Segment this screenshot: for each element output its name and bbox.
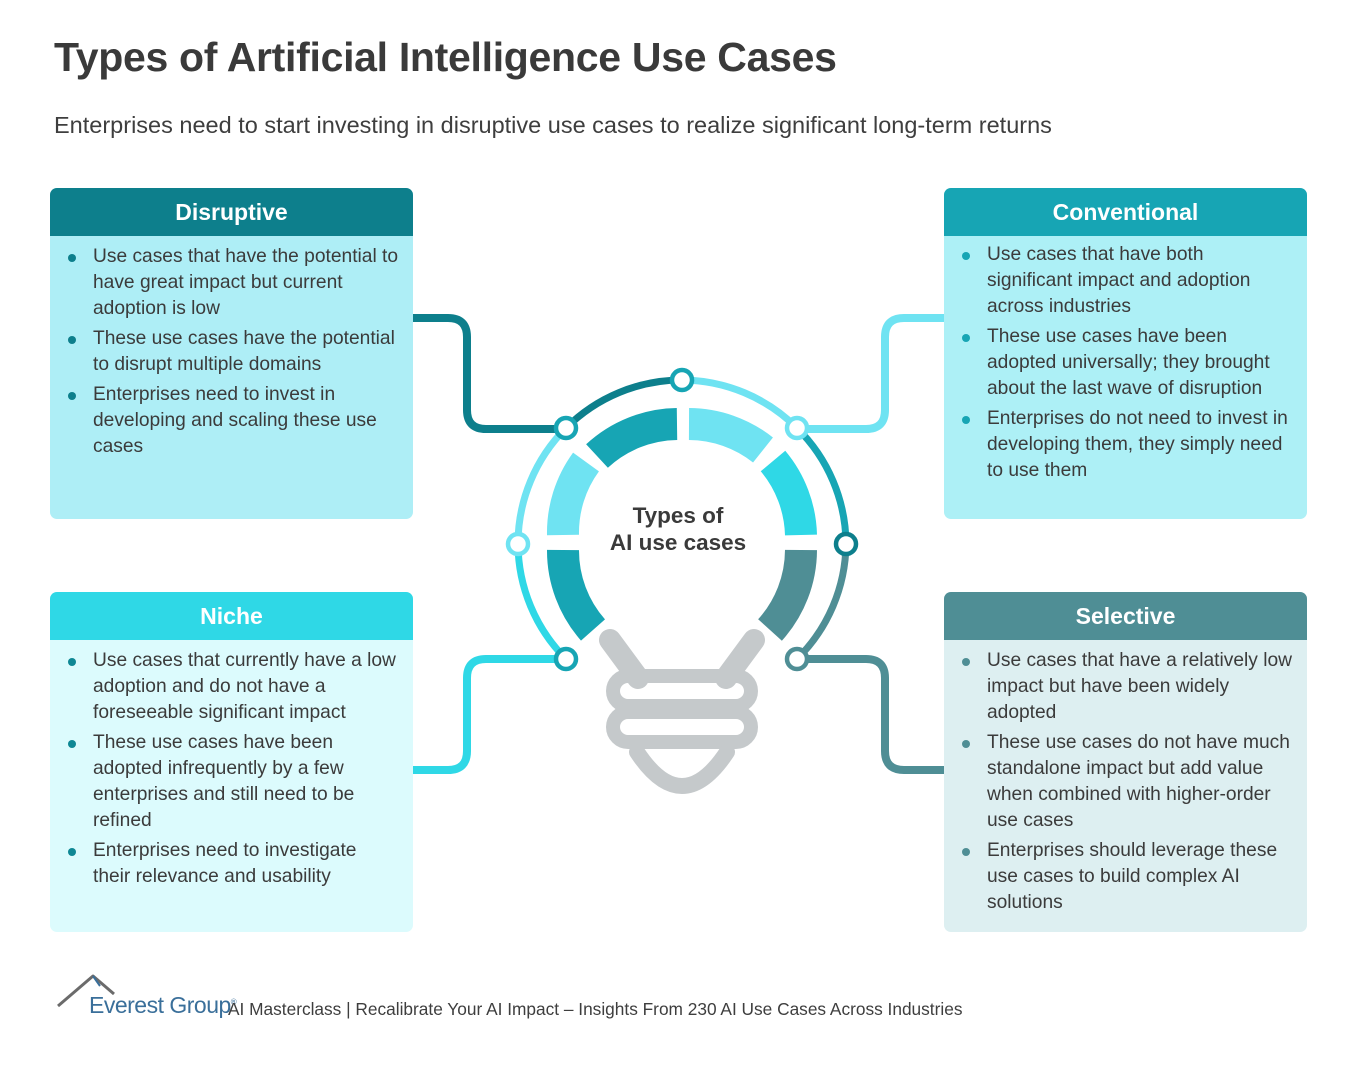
card-disruptive: Disruptive Use cases that have the poten… bbox=[50, 188, 413, 519]
logo-registered-mark: ® bbox=[230, 997, 237, 1007]
bullet-text: Use cases that have both significant imp… bbox=[987, 244, 1251, 317]
list-item: Use cases that currently have a low adop… bbox=[68, 648, 399, 726]
footer: Everest Group® AI Masterclass | Recalibr… bbox=[56, 974, 1056, 1024]
ring-arc-niche-upper bbox=[514, 425, 569, 545]
bullet-text: Enterprises do not need to invest in dev… bbox=[987, 408, 1288, 481]
list-item: Use cases that have a relatively low imp… bbox=[962, 648, 1293, 726]
bullet-text: These use cases do not have much standal… bbox=[987, 732, 1290, 831]
ring-arc-conventional-lower bbox=[794, 425, 850, 545]
card-selective-title: Selective bbox=[944, 592, 1307, 640]
inner-segment-top-right bbox=[688, 408, 773, 463]
list-item: Enterprises should leverage these use ca… bbox=[962, 838, 1293, 916]
inner-segment-left bbox=[547, 452, 600, 536]
ring-node-top-right bbox=[784, 415, 810, 441]
card-conventional-list: Use cases that have both significant imp… bbox=[944, 236, 1307, 498]
footer-caption: AI Masterclass | Recalibrate Your AI Imp… bbox=[228, 999, 963, 1019]
bullet-text: These use cases have the potential to di… bbox=[93, 328, 395, 375]
bullet-dot bbox=[68, 392, 76, 400]
ring-node-top-left bbox=[553, 415, 579, 441]
ring-arc-niche bbox=[514, 543, 569, 662]
card-selective-list: Use cases that have a relatively low imp… bbox=[944, 640, 1307, 930]
bullet-dot bbox=[962, 658, 970, 666]
ring-node-top bbox=[669, 367, 695, 393]
logo-wordmark: Everest Group® bbox=[89, 992, 237, 1019]
bullet-text: These use cases have been adopted univer… bbox=[987, 326, 1270, 399]
card-disruptive-title: Disruptive bbox=[50, 188, 413, 236]
bullet-dot bbox=[68, 740, 76, 748]
bullet-dot bbox=[68, 848, 76, 856]
bullet-text: Use cases that currently have a low adop… bbox=[93, 650, 396, 723]
list-item: Use cases that have both significant imp… bbox=[962, 242, 1293, 320]
card-conventional-title: Conventional bbox=[944, 188, 1307, 236]
bullet-text: Enterprises need to invest in developing… bbox=[93, 384, 377, 457]
page-subtitle: Enterprises need to start investing in d… bbox=[54, 112, 1052, 138]
card-selective: Selective Use cases that have a relative… bbox=[944, 592, 1307, 932]
card-niche: Niche Use cases that currently have a lo… bbox=[50, 592, 413, 932]
bullet-dot bbox=[68, 336, 76, 344]
connector-selective bbox=[793, 655, 948, 774]
ring-arc-conventional bbox=[681, 376, 800, 431]
bullet-text: Use cases that have the potential to hav… bbox=[93, 246, 399, 319]
connector-niche bbox=[409, 655, 570, 774]
ring-node-right bbox=[833, 531, 859, 557]
bullet-dot bbox=[68, 658, 76, 666]
inner-segment-lower-left bbox=[546, 549, 606, 641]
bullet-text: Use cases that have a relatively low imp… bbox=[987, 650, 1293, 723]
ring-arc-disruptive bbox=[563, 376, 683, 431]
bullet-dot bbox=[68, 254, 76, 262]
list-item: Enterprises need to investigate their re… bbox=[68, 838, 399, 890]
logo-text: Everest Group bbox=[89, 992, 231, 1018]
card-niche-title: Niche bbox=[50, 592, 413, 640]
list-item: Use cases that have the potential to hav… bbox=[68, 244, 399, 322]
list-item: These use cases do not have much standal… bbox=[962, 730, 1293, 834]
list-item: Enterprises do not need to invest in dev… bbox=[962, 406, 1293, 484]
list-item: Enterprises need to invest in developing… bbox=[68, 382, 399, 460]
ring-node-bottom-left bbox=[553, 646, 579, 672]
bulb-base-icon bbox=[599, 629, 765, 794]
card-niche-list: Use cases that currently have a low adop… bbox=[50, 640, 413, 904]
bullet-dot bbox=[962, 740, 970, 748]
page-title: Types of Artificial Intelligence Use Cas… bbox=[54, 34, 837, 80]
inner-segment-right bbox=[760, 450, 817, 536]
center-label-line2: AI use cases bbox=[609, 530, 747, 555]
bullet-text: Enterprises should leverage these use ca… bbox=[987, 840, 1278, 913]
list-item: These use cases have been adopted univer… bbox=[962, 324, 1293, 402]
card-conventional: Conventional Use cases that have both si… bbox=[944, 188, 1307, 519]
bullet-dot bbox=[962, 848, 970, 856]
connector-disruptive bbox=[409, 314, 570, 433]
ring-arc-selective bbox=[794, 543, 850, 662]
center-label: Types of AI use cases bbox=[578, 502, 778, 556]
bullet-dot bbox=[962, 416, 970, 424]
ring-node-left bbox=[505, 531, 531, 557]
bullet-dot bbox=[962, 334, 970, 342]
bullet-text: These use cases have been adopted infreq… bbox=[93, 732, 355, 831]
list-item: These use cases have been adopted infreq… bbox=[68, 730, 399, 834]
card-disruptive-list: Use cases that have the potential to hav… bbox=[50, 236, 413, 474]
bullet-dot bbox=[962, 252, 970, 260]
inner-segment-lower-right bbox=[757, 549, 817, 641]
bullet-text: Enterprises need to investigate their re… bbox=[93, 840, 357, 887]
inner-segment-top-left bbox=[586, 408, 678, 469]
connector-conventional bbox=[793, 314, 948, 433]
center-label-line1: Types of bbox=[632, 503, 724, 528]
list-item: These use cases have the potential to di… bbox=[68, 326, 399, 378]
everest-mountain-logo-icon bbox=[57, 974, 115, 1008]
ring-node-bottom-right bbox=[784, 646, 810, 672]
